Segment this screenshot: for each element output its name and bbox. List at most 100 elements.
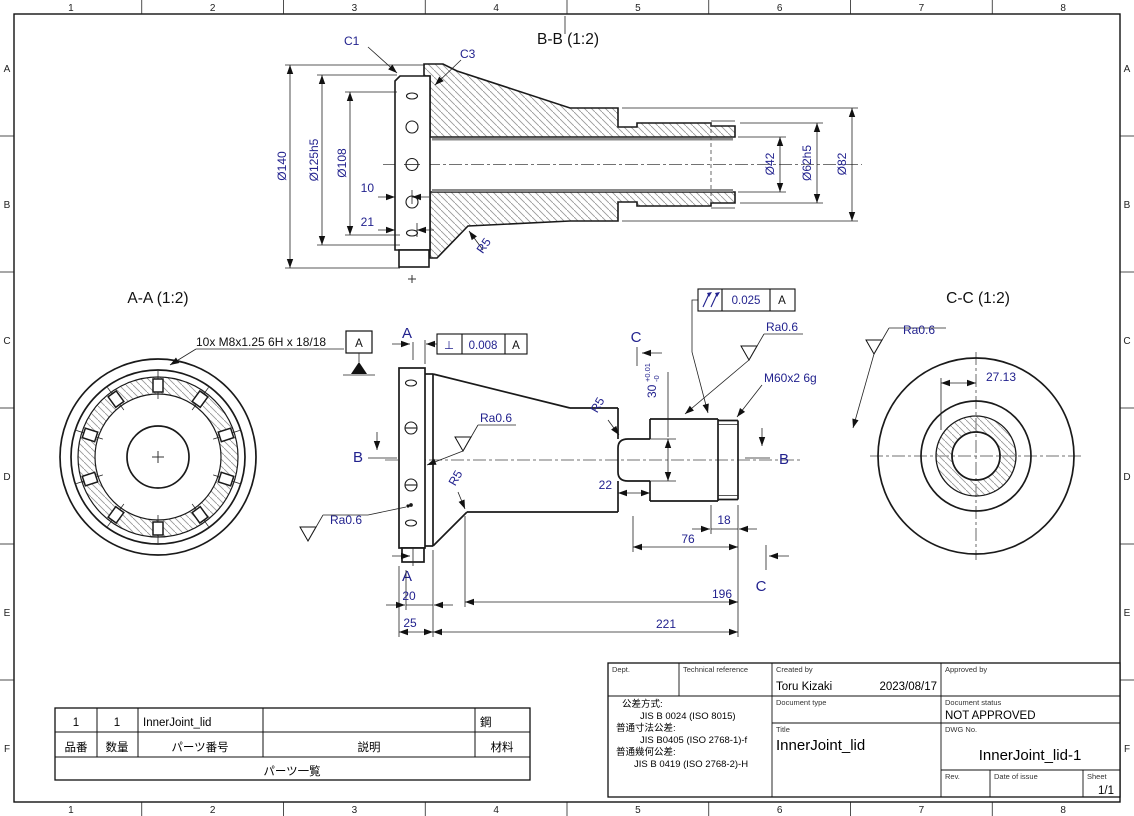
dim-25: 25 xyxy=(399,616,433,636)
section-b-right: B xyxy=(779,451,789,468)
view-main: A A B B C C ⊥ 0.008 A 0.025 A xyxy=(299,288,817,637)
svg-text:JIS B0405 (ISO 2768-1)-f: JIS B0405 (ISO 2768-1)-f xyxy=(640,735,748,746)
svg-text:22: 22 xyxy=(599,478,613,492)
svg-text:Ra0.6: Ra0.6 xyxy=(330,513,362,527)
svg-text:品番: 品番 xyxy=(65,741,88,754)
view-bb-section: B-B (1:2) xyxy=(275,16,862,283)
tolerance-notes: 公差方式: JIS B 0024 (ISO 8015) 普通寸法公差: JIS … xyxy=(616,698,748,770)
svg-text:6: 6 xyxy=(777,3,783,14)
view-cc-section: C-C (1:2) 27.13 Ra0.6 xyxy=(852,290,1082,560)
section-c-bottom: C xyxy=(756,578,767,595)
svg-text:221: 221 xyxy=(656,617,676,631)
label-doctype: Document type xyxy=(776,698,826,707)
label-created: Created by xyxy=(776,665,813,674)
label-dwg: DWG No. xyxy=(945,725,977,734)
dwg-no-value: InnerJoint_lid-1 xyxy=(979,747,1082,764)
svg-text:0.008: 0.008 xyxy=(469,340,498,352)
main-ext-lines xyxy=(398,505,739,637)
view-aa-section: A-A (1:2) 10x M8x1.25 6H x 18/18 A xyxy=(59,290,375,556)
dim-76: 76 xyxy=(633,532,738,551)
svg-text:普通寸法公差:: 普通寸法公差: xyxy=(616,722,676,734)
svg-text:C: C xyxy=(1123,336,1130,347)
svg-text:公差方式:: 公差方式: xyxy=(622,698,663,710)
dim-2713: 27.13 xyxy=(940,370,1016,430)
label-c3: C3 xyxy=(460,47,476,61)
svg-text:鋼: 鋼 xyxy=(480,715,492,729)
svg-text:パーツ番号: パーツ番号 xyxy=(171,741,228,754)
main-flange-holes xyxy=(404,379,418,527)
svg-text:R5: R5 xyxy=(446,468,466,489)
dim-221: 221 xyxy=(433,617,738,636)
svg-text:2: 2 xyxy=(210,805,216,816)
dim-d62h5: Ø62h5 xyxy=(800,145,814,181)
section-a-bottom: A xyxy=(402,568,412,585)
svg-text:30: 30 xyxy=(645,384,659,398)
svg-text:C: C xyxy=(3,336,10,347)
svg-text:B: B xyxy=(1124,200,1131,211)
section-a-top: A xyxy=(402,325,412,342)
surface-finish-cc: Ra0.6 xyxy=(852,323,946,429)
label-c1: C1 xyxy=(344,34,360,48)
dim-22: 22 xyxy=(599,478,651,497)
total-runout-icon xyxy=(702,292,720,308)
dim-196: 196 xyxy=(465,587,738,606)
aa-center-mark xyxy=(152,451,164,463)
label-approved: Approved by xyxy=(945,665,987,674)
parts-headers: 品番 数量 パーツ番号 説明 材料 xyxy=(65,740,514,754)
datum-triangle-icon xyxy=(351,362,367,374)
svg-text:7: 7 xyxy=(919,805,925,816)
bb-center-mark xyxy=(408,275,416,283)
svg-text:1: 1 xyxy=(114,717,120,729)
bb-body-lower xyxy=(429,191,736,259)
thread-note: 10x M8x1.25 6H x 18/18 xyxy=(196,335,326,349)
r5-fillet: R5 xyxy=(446,468,466,510)
svg-text:8: 8 xyxy=(1060,805,1066,816)
doc-status-value: NOT APPROVED xyxy=(945,710,1036,722)
parts-footer: パーツ一覧 xyxy=(263,765,320,778)
svg-text:18: 18 xyxy=(717,513,731,527)
svg-text:M60x2 6g: M60x2 6g xyxy=(764,371,817,385)
svg-text:1: 1 xyxy=(73,717,79,729)
svg-text:E: E xyxy=(4,608,11,619)
svg-text:2: 2 xyxy=(210,3,216,14)
surface-finish-top: Ra0.6 xyxy=(684,320,803,415)
svg-text:JIS B 0419 (ISO 2768-2)-H: JIS B 0419 (ISO 2768-2)-H xyxy=(634,759,748,770)
svg-text:F: F xyxy=(1124,744,1130,755)
dim-10: 10 xyxy=(361,181,375,195)
created-by-value: Toru Kizaki xyxy=(776,681,832,693)
svg-text:F: F xyxy=(4,744,10,755)
view-title-cc: C-C (1:2) xyxy=(946,290,1010,307)
bb-flange-holes xyxy=(405,92,419,237)
dim-d140: Ø140 xyxy=(275,151,289,181)
part-title-value: InnerJoint_lid xyxy=(776,737,865,754)
svg-text:25: 25 xyxy=(403,616,417,630)
svg-text:B: B xyxy=(4,200,11,211)
fcf-perpendicularity: ⊥ 0.008 A xyxy=(424,333,528,364)
label-docstatus: Document status xyxy=(945,698,1002,707)
dim-d125h5: Ø125h5 xyxy=(307,138,321,181)
dim-d82: Ø82 xyxy=(835,152,849,175)
svg-text:27.13: 27.13 xyxy=(986,370,1016,384)
svg-text:4: 4 xyxy=(493,805,499,816)
sheet-value: 1/1 xyxy=(1098,785,1114,797)
svg-text:7: 7 xyxy=(919,3,925,14)
surface-finish-mid: Ra0.6 xyxy=(426,411,516,466)
svg-text:+0.01: +0.01 xyxy=(643,363,652,382)
svg-text:-0: -0 xyxy=(652,375,661,382)
label-title: Title xyxy=(776,725,790,734)
thread-label-m60: M60x2 6g xyxy=(736,371,817,418)
fcf-total-runout: 0.025 A xyxy=(691,288,796,414)
svg-text:JIS B 0024 (ISO 8015): JIS B 0024 (ISO 8015) xyxy=(640,711,736,722)
dim-d108: Ø108 xyxy=(335,148,349,178)
svg-text:20: 20 xyxy=(402,589,416,603)
svg-text:4: 4 xyxy=(493,3,499,14)
section-b-left: B xyxy=(353,449,363,466)
dim-20: 20 xyxy=(386,589,453,609)
svg-text:InnerJoint_lid: InnerJoint_lid xyxy=(143,717,211,729)
parts-list: 1 1 InnerJoint_lid 鋼 品番 数量 パーツ番号 説明 材料 パ… xyxy=(54,707,531,781)
svg-text:6: 6 xyxy=(777,805,783,816)
svg-text:A: A xyxy=(1124,64,1131,75)
